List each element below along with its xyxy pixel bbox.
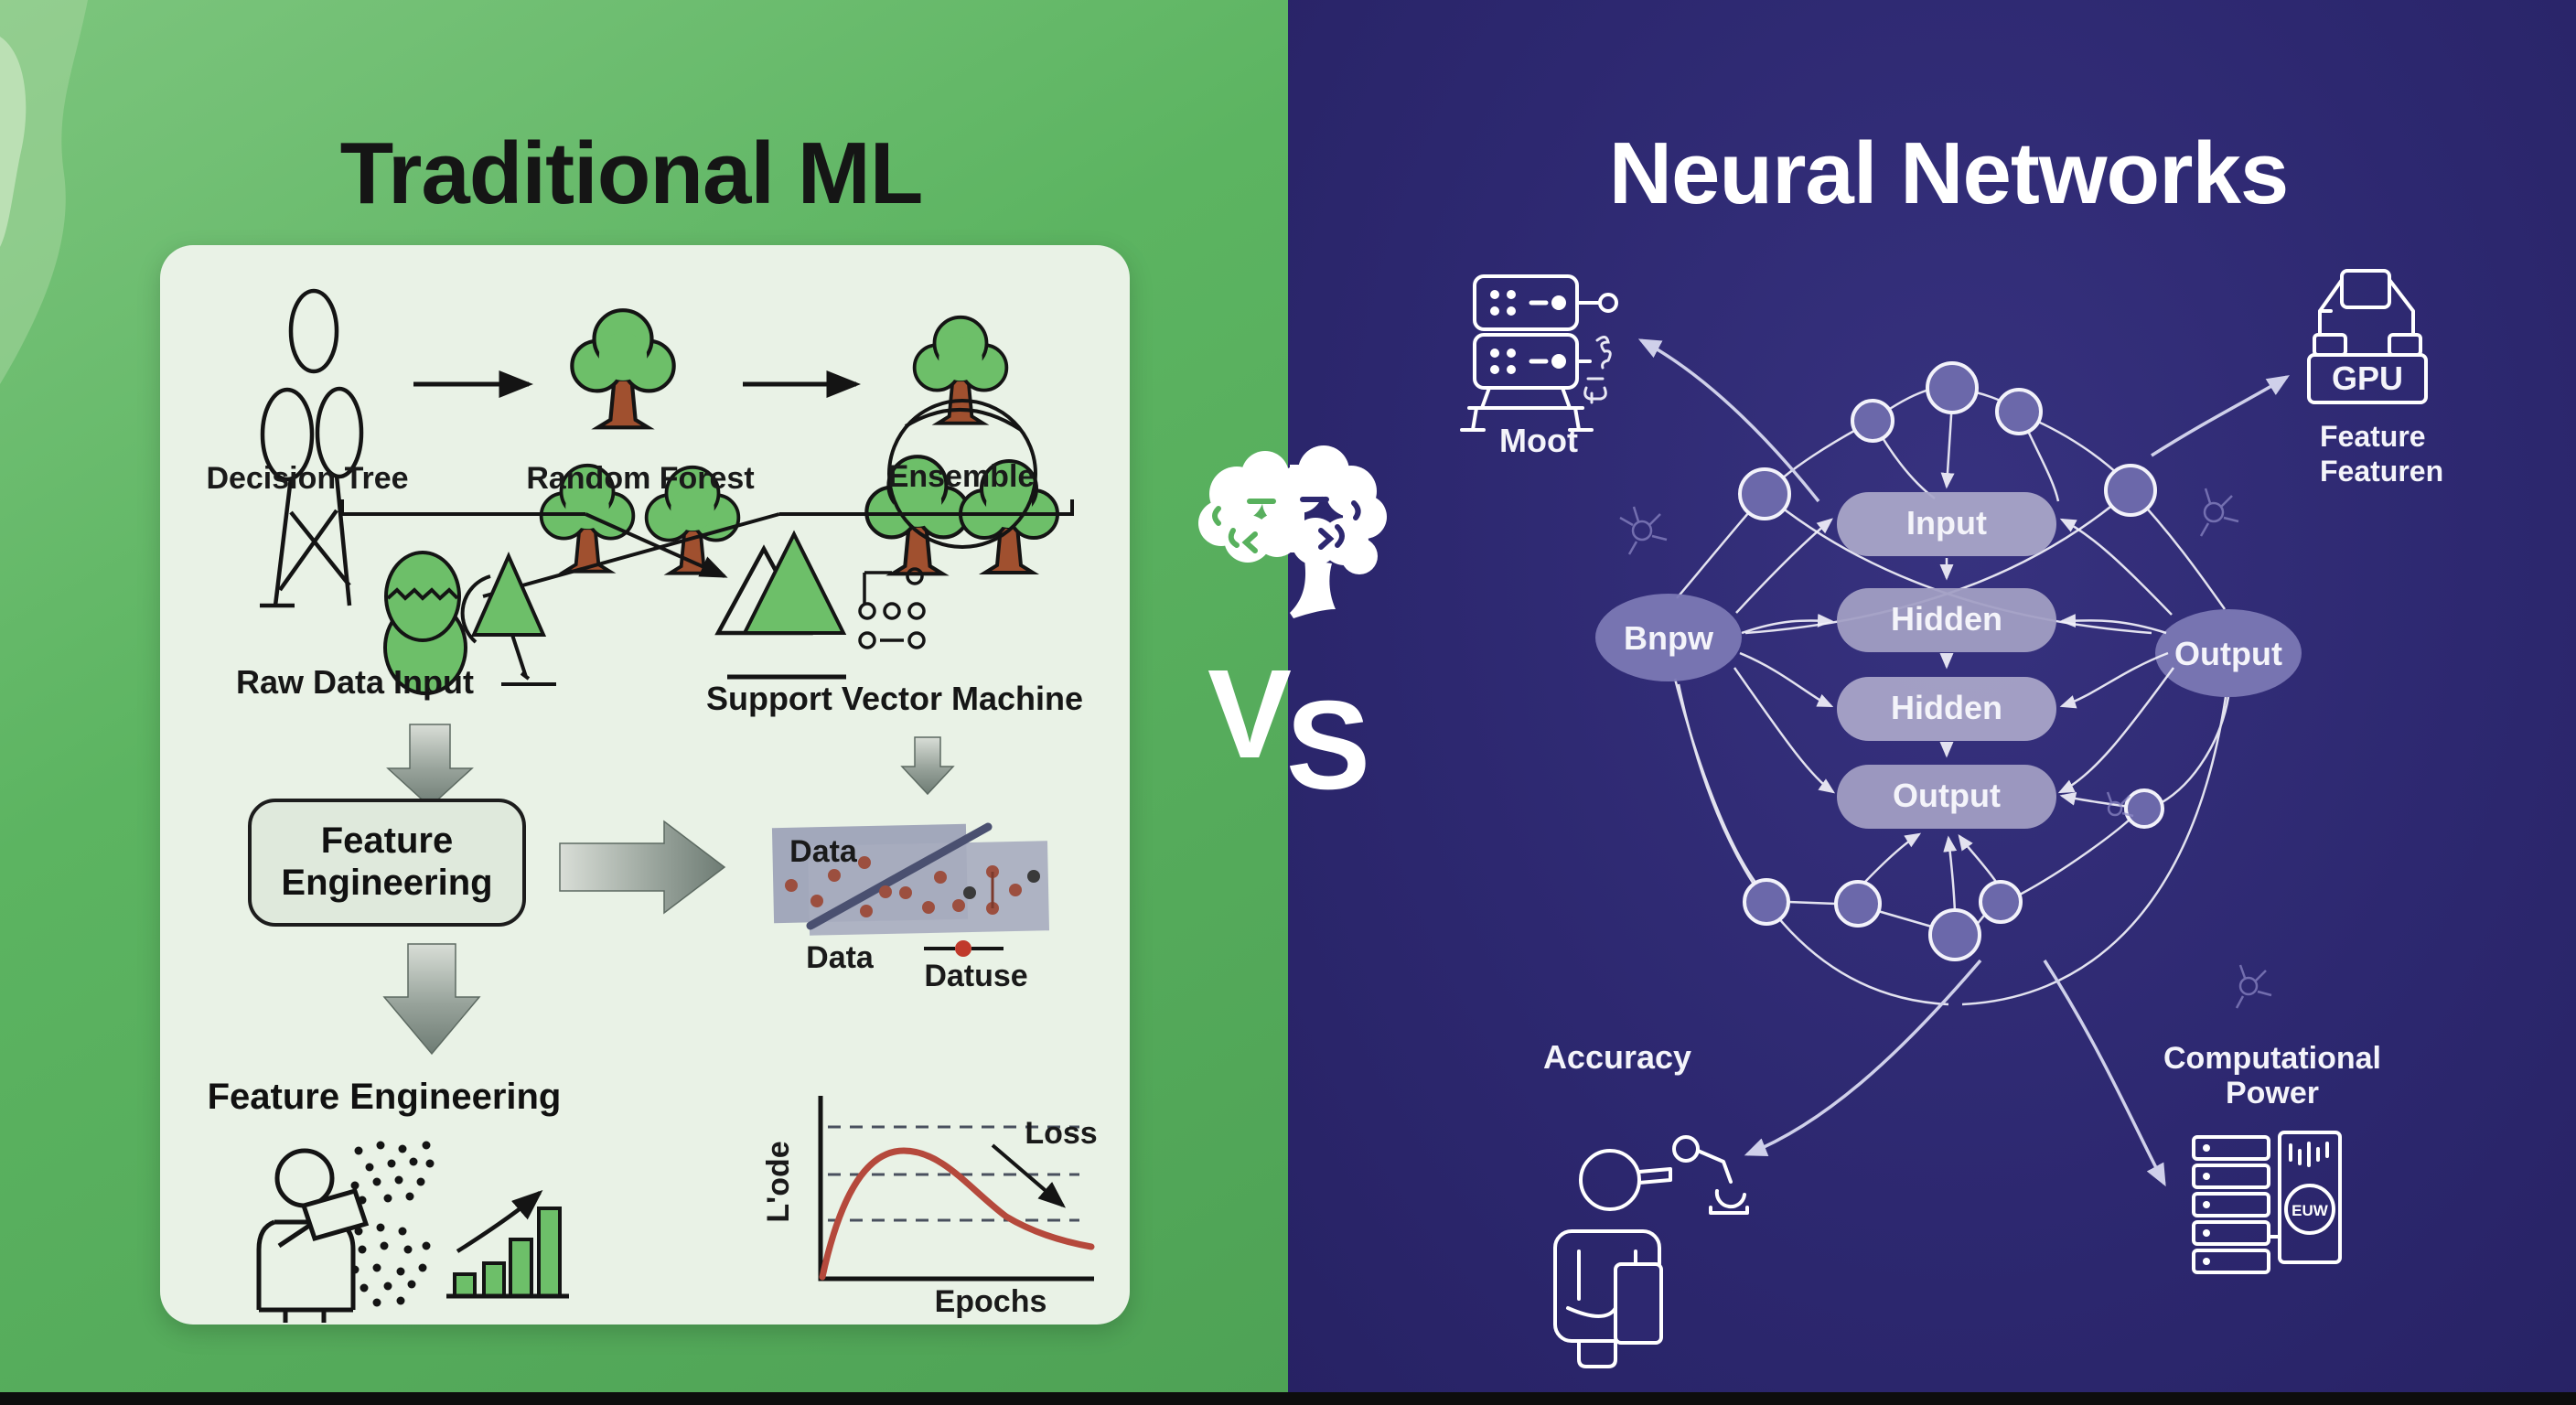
loss-annotation: Loss — [1025, 1116, 1097, 1151]
svm-legend-label: Datuse — [924, 959, 1027, 993]
svm-plot-data-top-label: Data — [789, 834, 858, 869]
random-forest-label: Random Forest — [526, 461, 754, 496]
right-arrow-feature-to-svm — [559, 820, 726, 915]
gpu-caption-line2: Featuren — [2320, 455, 2443, 488]
corner-highlight — [0, 0, 88, 384]
right-ellipse-label: Output — [2174, 635, 2282, 672]
network-layers: Input Hidden Hidden Output — [1837, 492, 2056, 829]
left-title: Traditional ML — [340, 124, 923, 222]
accuracy-person-icon — [1553, 1135, 1749, 1368]
feature-engineering-box: Feature Engineering — [248, 799, 526, 927]
network-nodes — [1738, 361, 2164, 961]
loss-trend-arrow — [991, 1143, 1067, 1208]
feature-box-line1: Feature — [321, 820, 454, 861]
ensemble-icon — [866, 315, 1059, 574]
feature-box-line2: Engineering — [281, 863, 492, 903]
brain-icon — [1198, 445, 1387, 618]
svm-plot-legend: Datuse — [924, 940, 1028, 993]
loss-ylabel: L'ode — [761, 1141, 796, 1222]
scatter-dots-icon — [350, 1141, 435, 1307]
raw-data-icon — [383, 551, 556, 695]
down-arrow-raw-data — [386, 724, 474, 809]
raw-data-input-label: Raw Data Input — [236, 663, 474, 701]
schematic-dots-icon — [858, 567, 926, 649]
ensemble-label: Ensemble — [888, 459, 1036, 494]
down-arrow-feature-engineering — [382, 943, 481, 1056]
feature-engineering-bottom-label: Feature Engineering — [208, 1077, 562, 1117]
bottom-edge-bar — [0, 1392, 2576, 1405]
external-arrows — [1637, 338, 2290, 1187]
glyph-squiggle-1 — [1595, 336, 1612, 370]
right-title: Neural Networks — [1609, 124, 2289, 222]
layer-input: Input — [1906, 504, 1987, 542]
decision-tree-icon — [260, 288, 364, 608]
svm-data-points — [785, 856, 1022, 917]
network-io-ellipses: Bnpw Output — [1595, 594, 2302, 697]
loss-curve — [819, 1147, 1095, 1281]
decision-tree-label: Decision Tree — [206, 461, 408, 496]
vs-letter-s: S — [1286, 675, 1370, 816]
bracket-connector — [340, 499, 1074, 598]
io-to-layer-arrows — [1733, 518, 2175, 794]
layer-output: Output — [1893, 777, 2001, 814]
server-icon — [1460, 274, 1618, 432]
loss-xlabel: Epochs — [935, 1284, 1047, 1319]
svm-plot: Data Data Datuse — [771, 822, 1050, 993]
layer-hidden-1: Hidden — [1891, 600, 2002, 638]
neuron-doodles — [1619, 488, 2272, 1009]
gpu-caption-line1: Feature — [2320, 420, 2426, 453]
down-arrow-svm — [900, 736, 955, 796]
robot-arm-icon — [1672, 1135, 1749, 1215]
svm-plot-data-bottom-label: Data — [806, 940, 875, 975]
compute-rack-icon: EUW — [2192, 1131, 2342, 1274]
svm-icon — [714, 530, 926, 680]
svm-label: Support Vector Machine — [706, 680, 1083, 717]
glyph-squiggle-2 — [1583, 377, 1607, 404]
gpu-icon: GPU — [2307, 269, 2428, 404]
accuracy-label: Accuracy — [1543, 1038, 1691, 1076]
layer-hidden-2: Hidden — [1891, 689, 2002, 726]
left-ellipse-label: Bnpw — [1624, 619, 1714, 657]
chip-text: EUW — [2292, 1202, 2329, 1219]
growth-bar-chart-icon — [446, 1190, 569, 1299]
loss-chart: Loss L'ode Epochs — [761, 1096, 1098, 1319]
vs-letter-v: V — [1208, 644, 1292, 785]
analyst-person-icon — [256, 1148, 370, 1323]
gpu-label: GPU — [2332, 359, 2403, 397]
computational-power-line2: Power — [2226, 1076, 2319, 1110]
server-label: Moot — [1499, 422, 1578, 459]
computational-power-line1: Computational — [2163, 1041, 2381, 1076]
